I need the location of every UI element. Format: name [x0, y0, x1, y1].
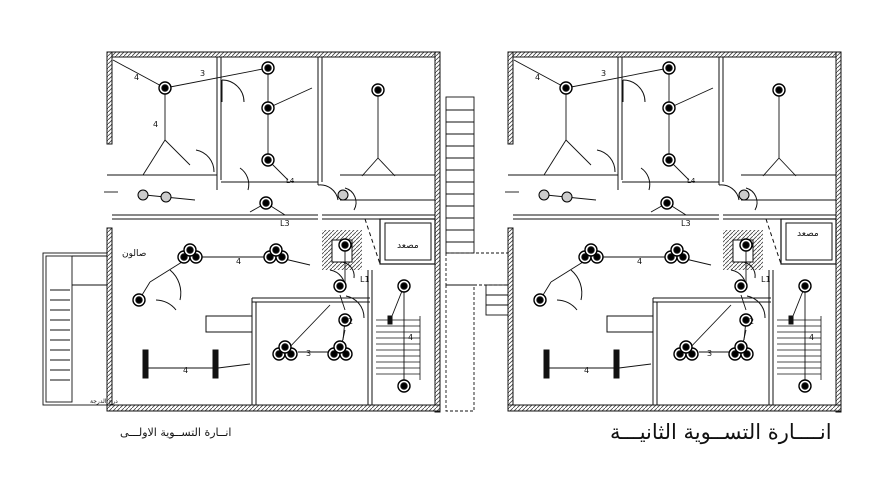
segment-count: 4: [408, 333, 413, 342]
segment-count: 3: [707, 349, 712, 358]
circuit-label-l1: L1: [761, 275, 771, 284]
room-label-elevator: مصعد: [797, 229, 819, 239]
segment-count: 2: [749, 317, 754, 326]
first-floor-caption: انــارة التســوية الاولـــى: [120, 426, 232, 439]
segment-count: 2: [348, 317, 353, 326]
segment-count: 4: [183, 366, 188, 375]
room-label-salon: صالون: [122, 249, 146, 259]
segment-count: 4: [153, 120, 158, 129]
segment-count: 4: [809, 333, 814, 342]
segment-count: 4: [584, 366, 589, 375]
second-floor-caption: انــــارة التســوية الثانيـــة: [610, 420, 832, 444]
segment-count: 4: [637, 257, 642, 266]
circuit-label-l1: L1: [360, 275, 370, 284]
segment-count: 4: [134, 73, 139, 82]
circuit-label-l3: L3: [681, 219, 691, 228]
room-label-elevator: مصعد: [397, 241, 419, 251]
segment-count: 4: [236, 257, 241, 266]
segment-count: 3: [200, 69, 205, 78]
first-floor-plan: صالون مصعد درج الدرجة L3 L1 L4 4 3 4 4 4…: [42, 52, 440, 412]
central-staircase: [445, 96, 509, 412]
second-floor-plan: مصعد L3 L1 L4 4 3 4 4 3 2 4: [505, 52, 841, 412]
stair-note: درج الدرجة: [90, 398, 118, 405]
circuit-label-l4: L4: [687, 177, 696, 185]
circuit-label-l4: L4: [286, 177, 295, 185]
segment-count: 3: [601, 69, 606, 78]
segment-count: 4: [535, 73, 540, 82]
segment-count: 3: [306, 349, 311, 358]
circuit-label-l3: L3: [280, 219, 290, 228]
